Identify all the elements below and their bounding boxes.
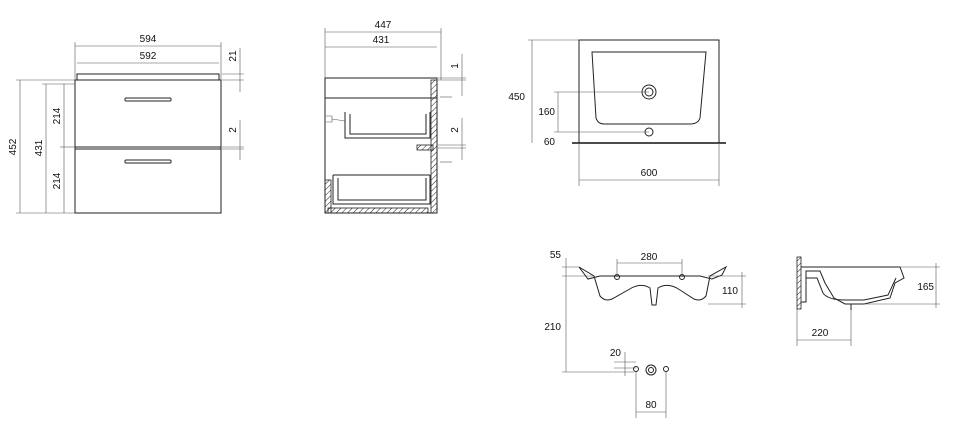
side-view: 447 431 1 2 (324, 20, 466, 214)
dim-hole-gap: 20 (610, 348, 622, 359)
dim-basin-width: 600 (641, 168, 658, 179)
dim-basin-side-height: 165 (917, 282, 934, 293)
dim-total-width: 594 (140, 34, 157, 45)
drawer-handle-top (124, 97, 172, 102)
dim-total-height: 452 (8, 138, 19, 155)
dim-body-height: 431 (34, 139, 45, 156)
dim-total-depth: 447 (375, 20, 392, 31)
dim-body-height-basin: 110 (722, 286, 738, 297)
basin-side-outline (801, 266, 905, 305)
dim-drawer-top: 214 (52, 107, 63, 124)
dim-mount-spacing: 280 (641, 252, 658, 263)
dim-basin-depth: 450 (508, 92, 525, 103)
dim-drawer-gap: 2 (228, 127, 239, 133)
basin-bowl-outline (591, 51, 707, 125)
front-view: 594 592 21 2 452 431 214 214 (8, 34, 244, 214)
cabinet-top-rim (76, 73, 220, 81)
dim-basin-side-depth: 220 (812, 328, 829, 339)
dim-side-gap: 2 (450, 127, 461, 133)
basin-front-outline (578, 265, 728, 306)
dim-rim: 55 (550, 250, 562, 261)
dim-drawer-bottom: 214 (52, 172, 63, 189)
dim-hole-offset: 160 (538, 107, 555, 118)
dim-front-width: 592 (140, 51, 157, 62)
dim-side-top-gap: 1 (450, 63, 461, 69)
dim-drain-height: 210 (544, 322, 561, 333)
dim-hole-spacing: 80 (645, 400, 657, 411)
drawer-box-bottom (332, 175, 431, 205)
drawer-handle-bottom (124, 159, 172, 164)
dim-top-gap: 21 (228, 50, 239, 62)
basin-side-view: 165 220 (796, 256, 940, 346)
wall-hatch (796, 256, 802, 310)
dim-back-offset: 60 (544, 137, 556, 148)
basin-top-view: 450 160 60 600 (508, 39, 726, 186)
basin-front-view: 55 280 110 210 20 80 (544, 250, 746, 418)
dim-body-depth: 431 (373, 35, 390, 46)
drawer-box-top (344, 112, 431, 139)
